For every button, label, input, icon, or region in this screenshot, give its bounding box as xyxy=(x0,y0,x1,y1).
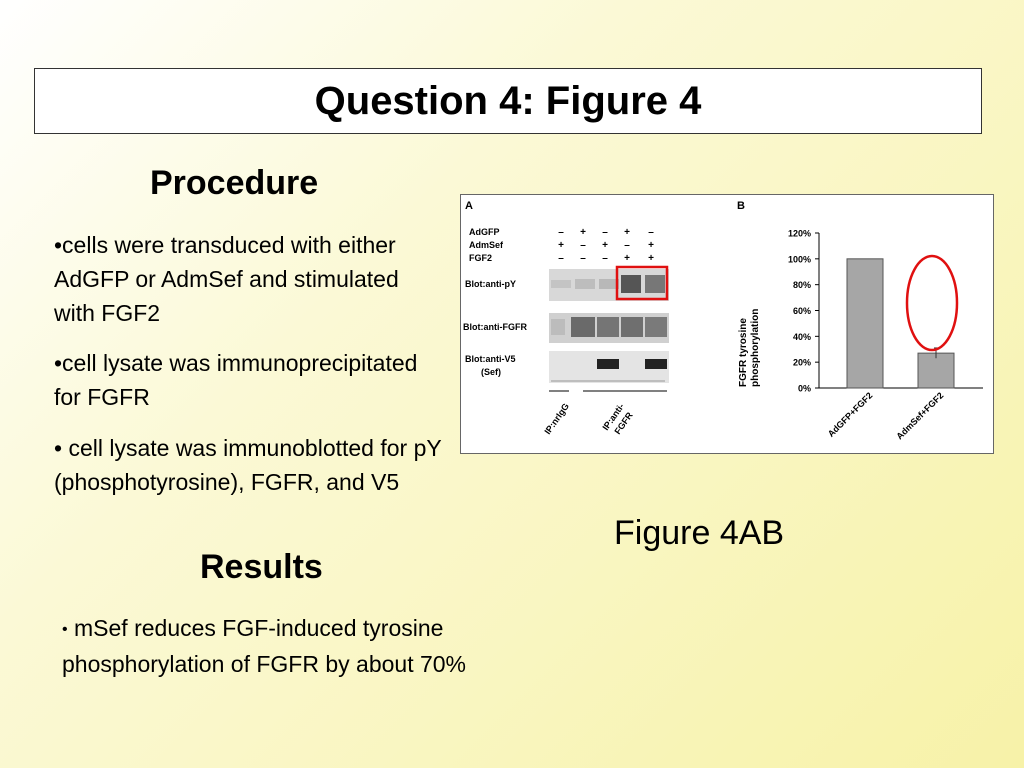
condition-sign: + xyxy=(648,240,654,251)
panel-b-label: B xyxy=(737,200,745,212)
y-tick-label: 20% xyxy=(793,358,811,368)
figure-caption: Figure 4AB xyxy=(614,514,785,552)
procedure-item-1: •cells were transduced with either AdGFP… xyxy=(54,232,399,326)
condition-sign: – xyxy=(558,253,564,264)
chart-ylabel-line2: phosphorylation xyxy=(750,309,761,387)
condition-sign: + xyxy=(602,240,608,251)
condition-sign: + xyxy=(558,240,564,251)
panel-a-label: A xyxy=(465,200,473,212)
highlight-ellipse xyxy=(905,254,959,352)
blot-v5-image xyxy=(549,351,669,383)
bar-chart: 0% 20% 40% 60% 80% 100% 120% AdGFP+FGF2 AdmSef+F… xyxy=(788,229,983,441)
y-tick-label: 40% xyxy=(793,332,811,342)
blot-label-sef: (Sef) xyxy=(481,367,501,377)
condition-sign: – xyxy=(624,240,630,251)
title-box: Question 4: Figure 4 xyxy=(34,68,982,134)
condition-sign: + xyxy=(580,227,586,238)
results-heading: Results xyxy=(200,548,323,586)
chart-ylabel-line1: FGFR tyrosine xyxy=(738,318,749,387)
blot-label-py: Blot:anti-pY xyxy=(465,279,516,289)
condition-sign: + xyxy=(624,227,630,238)
y-tick-label: 80% xyxy=(793,280,811,290)
condition-sign: – xyxy=(580,240,586,251)
procedure-heading: Procedure xyxy=(150,164,319,202)
figure-4ab: A B AdGFP AdmSef FGF2 – + – + – + – + – + – – – + + Bl… xyxy=(460,194,994,454)
ip-label-nrigg: IP:nrIgG xyxy=(542,401,571,436)
procedure-item-3: • cell lysate was immunoblotted for pY (… xyxy=(54,435,442,495)
results-item: • mSef reduces FGF-induced tyrosine phos… xyxy=(62,611,492,681)
condition-label-admsef: AdmSef xyxy=(469,240,504,250)
condition-label-fgf2: FGF2 xyxy=(469,253,492,263)
bar xyxy=(917,352,955,389)
x-tick-label: AdGFP+FGF2 xyxy=(826,390,875,439)
condition-sign: – xyxy=(648,227,654,238)
condition-sign: – xyxy=(602,227,608,238)
blot-fgfr-image xyxy=(549,313,669,343)
y-tick-label: 100% xyxy=(788,254,811,264)
condition-sign: + xyxy=(624,253,630,264)
bar xyxy=(846,258,884,389)
condition-sign: – xyxy=(602,253,608,264)
results-text: mSef reduces FGF-induced tyrosine phosph… xyxy=(62,615,467,677)
y-tick-label: 0% xyxy=(798,384,811,394)
condition-sign: + xyxy=(648,253,654,264)
results-bullet-icon: • xyxy=(62,620,68,638)
blot-label-v5: Blot:anti-V5 xyxy=(465,354,516,364)
pY-highlight-box xyxy=(615,265,669,301)
blot-py-image xyxy=(549,269,669,301)
condition-sign: – xyxy=(558,227,564,238)
blot-label-fgfr: Blot:anti-FGFR xyxy=(463,322,527,332)
figure-svg: A B AdGFP AdmSef FGF2 – + – + – + – + – + – – – + + Bl… xyxy=(463,200,983,441)
procedure-item-2: •cell lysate was immunoprecipitated for … xyxy=(54,350,418,410)
y-tick-label: 60% xyxy=(793,306,811,316)
y-tick-label: 120% xyxy=(788,229,811,239)
slide-title: Question 4: Figure 4 xyxy=(314,78,702,123)
condition-sign: – xyxy=(580,253,586,264)
x-tick-label: AdmSef+FGF2 xyxy=(894,390,945,441)
condition-label-adgfp: AdGFP xyxy=(469,227,500,237)
